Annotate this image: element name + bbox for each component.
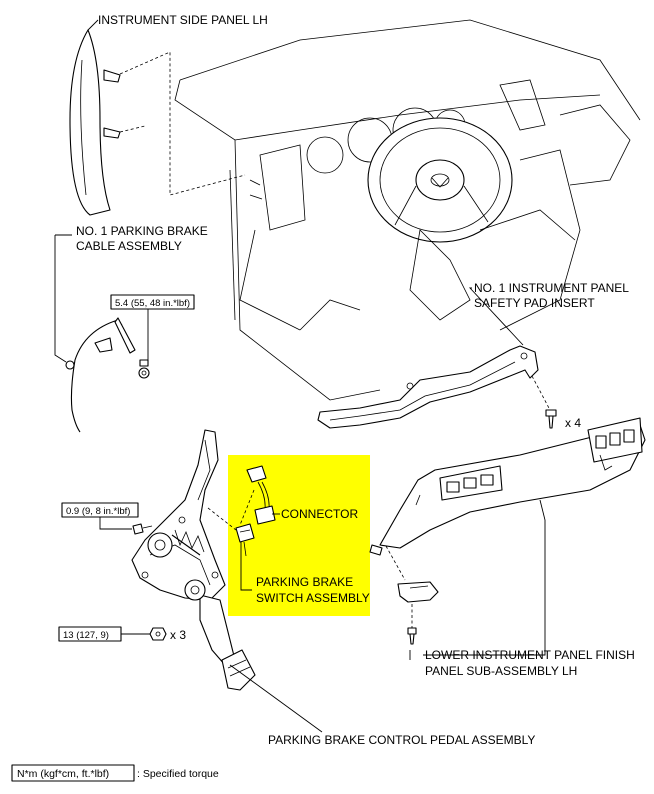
legend-description: : Specified torque — [137, 768, 219, 780]
bracket-torque-value: 0.9 (9, 8 in.*lbf) — [66, 506, 130, 517]
parking-brake-switch-part — [235, 523, 255, 557]
finish-label-line2: PANEL SUB-ASSEMBLY LH — [425, 664, 577, 678]
pad-screw-qty: x 4 — [565, 416, 581, 430]
finish-label-line1: LOWER INSTRUMENT PANEL FINISH — [425, 648, 635, 662]
pedal-torque-box — [58, 626, 122, 642]
connector-part — [246, 465, 276, 525]
pedal-nut-qty: x 3 — [170, 628, 186, 642]
legend-unit-box — [11, 764, 135, 782]
side-panel-label: INSTRUMENT SIDE PANEL LH — [98, 13, 268, 27]
lower-finish-panel-part — [369, 417, 646, 556]
finish-panel-screw-part — [407, 627, 417, 645]
cable-torque-box — [110, 294, 195, 310]
pedal-nut-part — [149, 627, 167, 641]
pad-label-line1: NO. 1 INSTRUMENT PANEL — [474, 281, 629, 295]
pedal-torque-value: 13 (127, 9) — [63, 630, 109, 641]
cable-label-line1: NO. 1 PARKING BRAKE — [76, 224, 208, 238]
legend-unit-text: N*m (kgf*cm, ft.*lbf) — [17, 768, 109, 780]
switch-label-line1: PARKING BRAKE — [256, 575, 353, 589]
pad-label-line2: SAFETY PAD INSERT — [474, 296, 595, 310]
pedal-bracket-bolt-part — [132, 523, 153, 535]
finish-panel-clip-part — [397, 581, 439, 603]
safety-pad-insert-part — [317, 345, 539, 429]
pad-screw-part — [545, 409, 557, 429]
dashboard-illustration — [174, 19, 641, 401]
parking-brake-pedal-part — [131, 429, 256, 691]
switch-label-line2: SWITCH ASSEMBLY — [256, 591, 370, 605]
pedal-assembly-label: PARKING BRAKE CONTROL PEDAL ASSEMBLY — [268, 733, 535, 747]
connector-label: CONNECTOR — [281, 507, 358, 521]
cable-label-line2: CABLE ASSEMBLY — [76, 239, 182, 253]
instrument-side-panel-part — [69, 29, 121, 216]
parking-brake-cable-part — [65, 317, 150, 433]
bracket-torque-box — [61, 502, 139, 518]
cable-torque-value: 5.4 (55, 48 in.*lbf) — [115, 298, 190, 309]
